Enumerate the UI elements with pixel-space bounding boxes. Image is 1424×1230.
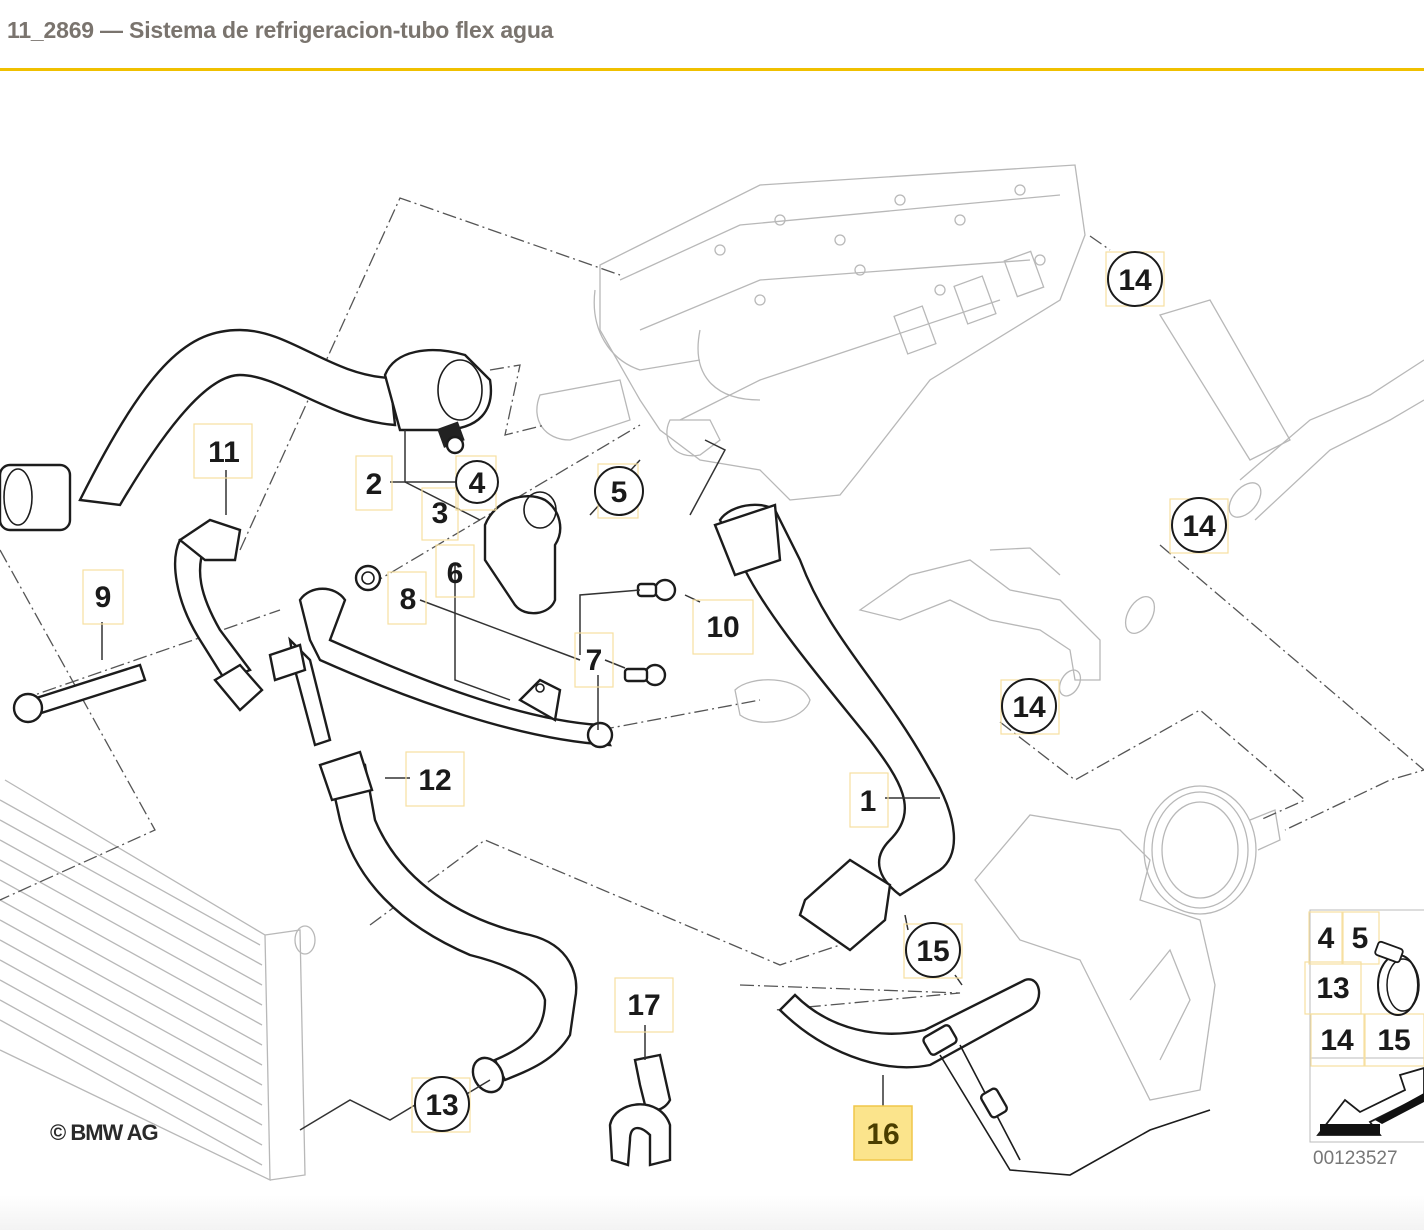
screws	[623, 578, 677, 687]
coolant-pipe	[268, 564, 614, 749]
svg-text:14: 14	[1182, 510, 1216, 543]
callout-12[interactable]: 12	[405, 751, 465, 807]
callout-3[interactable]: 3	[421, 487, 459, 541]
drawing-number: 00123527	[1313, 1148, 1398, 1169]
svg-text:16: 16	[866, 1118, 899, 1151]
water-hose-16	[778, 978, 1211, 1176]
y-hose-ghost	[858, 547, 1156, 697]
legend-item-4[interactable]: 4	[1308, 911, 1343, 965]
engine-cylinder-head	[536, 164, 1086, 501]
callout-1[interactable]: 1	[849, 772, 889, 828]
callout-15[interactable]: 15	[903, 922, 963, 979]
callout-7[interactable]: 7	[574, 632, 614, 688]
callout-2[interactable]: 2	[355, 455, 393, 511]
orientation-arrow-icon	[1316, 1067, 1424, 1136]
callout-9[interactable]: 9	[82, 569, 124, 625]
svg-text:14: 14	[1012, 691, 1046, 724]
copyright-text: © BMW AG	[50, 1120, 158, 1145]
svg-text:3: 3	[432, 497, 449, 530]
callout-17[interactable]: 17	[614, 977, 674, 1033]
callout-13[interactable]: 13	[411, 1076, 471, 1133]
upper-radiator-hose	[0, 328, 493, 532]
callout-14-top[interactable]: 14	[1105, 251, 1165, 307]
svg-text:2: 2	[366, 468, 383, 501]
page-header: 11_2869 — Sistema de refrigeracion-tubo …	[0, 0, 1424, 68]
header-divider	[0, 68, 1424, 71]
svg-text:13: 13	[425, 1089, 458, 1122]
svg-text:15: 15	[1377, 1024, 1410, 1057]
svg-text:6: 6	[447, 557, 464, 590]
callout-6[interactable]: 6	[435, 544, 475, 598]
svg-text:4: 4	[1318, 922, 1335, 955]
svg-text:7: 7	[586, 644, 603, 677]
svg-text:17: 17	[627, 989, 660, 1022]
svg-text:15: 15	[916, 935, 949, 968]
footer-gradient	[0, 1195, 1424, 1230]
bolt	[12, 663, 147, 724]
svg-text:12: 12	[418, 764, 451, 797]
callout-5[interactable]: 5	[594, 463, 644, 519]
parts-diagram: 2 3 4 5 6 8 7 10 11 9 12	[0, 71, 1424, 1211]
svg-text:13: 13	[1316, 972, 1349, 1005]
bleeder-pipe	[174, 518, 264, 712]
thermostat-housing	[974, 785, 1281, 1101]
svg-text:8: 8	[400, 583, 417, 616]
callout-4[interactable]: 4	[455, 455, 499, 511]
svg-text:9: 9	[95, 581, 112, 614]
svg-text:4: 4	[469, 467, 486, 500]
callout-14-low[interactable]: 14	[1000, 678, 1060, 735]
main-hose-1	[713, 503, 956, 952]
svg-text:5: 5	[1352, 922, 1369, 955]
callout-8[interactable]: 8	[387, 571, 427, 625]
page-title: 11_2869 — Sistema de refrigeracion-tubo …	[7, 17, 554, 43]
clip-17	[608, 1053, 672, 1167]
lower-hose-12	[318, 750, 578, 1094]
svg-text:1: 1	[860, 785, 877, 818]
callout-11[interactable]: 11	[193, 423, 253, 479]
svg-text:14: 14	[1118, 264, 1152, 297]
hose-elbow	[483, 491, 562, 615]
upper-right-hose	[1158, 299, 1424, 521]
assembly-lines	[0, 197, 1424, 1011]
hose-clamp-icon	[1374, 940, 1420, 1016]
radiator	[0, 779, 316, 1182]
callout-16[interactable]: 16	[853, 1105, 913, 1161]
svg-text:11: 11	[208, 436, 240, 469]
svg-text:5: 5	[611, 476, 628, 509]
svg-text:14: 14	[1320, 1024, 1354, 1057]
callout-14-mid[interactable]: 14	[1169, 497, 1229, 554]
callout-10[interactable]: 10	[692, 599, 754, 655]
connector-piece	[734, 679, 811, 723]
svg-text:10: 10	[706, 611, 739, 644]
legend-item-14[interactable]: 14	[1310, 1013, 1365, 1067]
legend-box: 4 5 13 14 15 00123527	[1304, 909, 1424, 1169]
